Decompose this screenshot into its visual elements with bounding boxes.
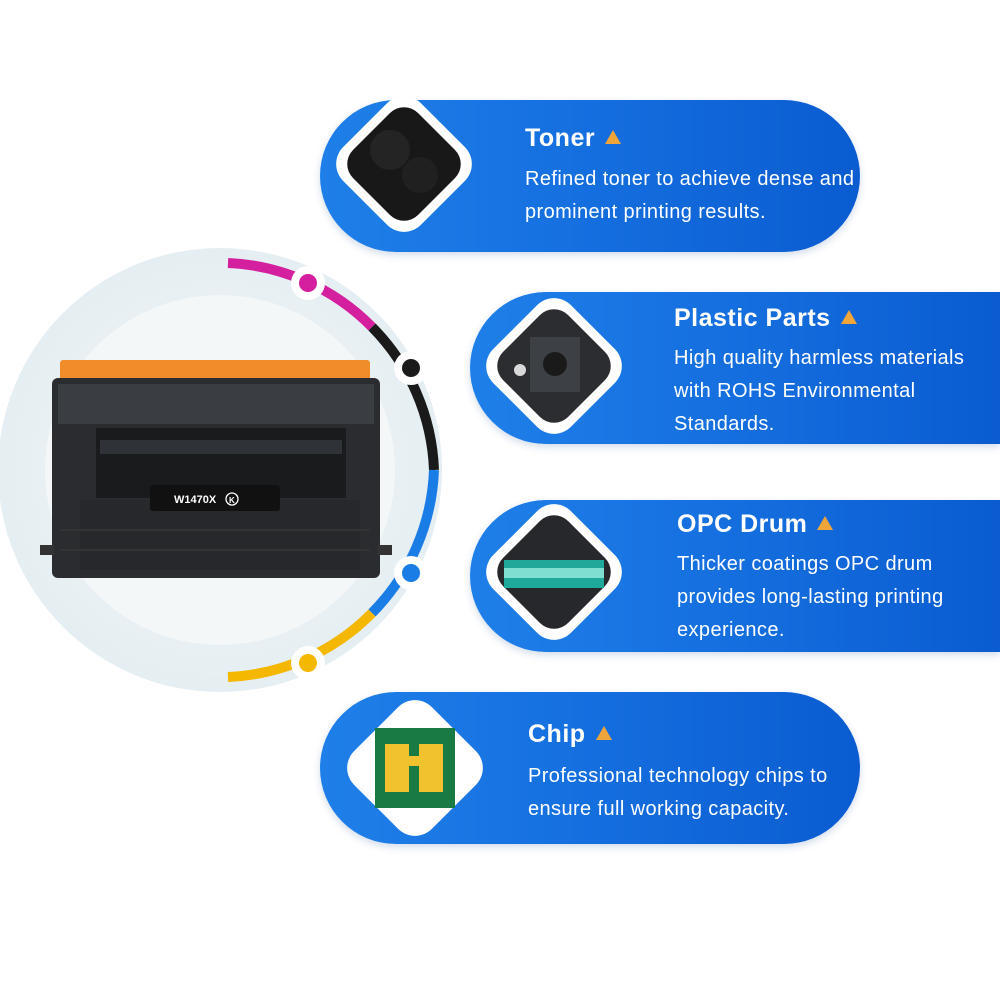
opc-drum-image [470, 488, 638, 656]
triangle-icon [595, 726, 612, 740]
triangle-icon [817, 516, 834, 530]
feature-title: Toner [525, 124, 622, 153]
feature-title: Plastic Parts [674, 304, 857, 333]
feature-title: Chip [528, 720, 612, 749]
triangle-icon [840, 310, 857, 324]
svg-text:W1470X: W1470X [174, 494, 217, 506]
feature-description: Professional technology chips to ensure … [528, 765, 828, 820]
feature-description: High quality harmless materials with ROH… [674, 347, 965, 435]
feature-description: Refined toner to achieve dense and promi… [525, 168, 855, 223]
feature-title: OPC Drum [677, 510, 834, 539]
chip-image [331, 684, 499, 852]
plastic-parts-image [470, 282, 638, 450]
feature-description: Thicker coatings OPC drum provides long-… [677, 553, 944, 641]
triangle-icon [605, 130, 622, 144]
toner-powder-image [320, 80, 488, 248]
toner-cartridge-image: W1470X K [40, 360, 392, 578]
svg-text:K: K [229, 496, 235, 505]
